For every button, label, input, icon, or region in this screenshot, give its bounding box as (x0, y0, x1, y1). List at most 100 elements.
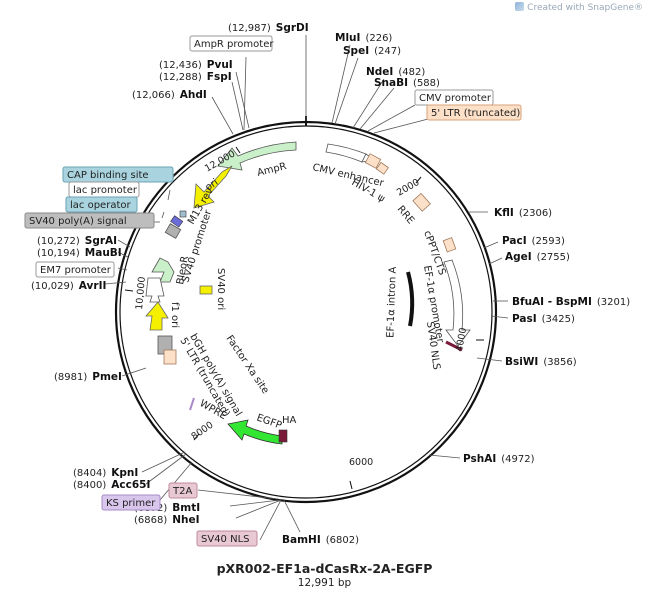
site-nhei[interactable]: (6868)NheI (134, 514, 200, 526)
box-em7-promoter[interactable]: EM7 promoter (35, 261, 115, 278)
site-ahdi[interactable]: (12,066)AhdI (132, 89, 207, 101)
f1ori-arc[interactable] (145, 301, 169, 331)
cppt-arc[interactable] (442, 237, 457, 253)
plasmid-name: pXR002-EF1a-dCasRx-2A-EGFP (216, 561, 433, 576)
leader-fspi (231, 81, 244, 131)
site-bamhi[interactable]: BamHI(6802) (282, 534, 359, 546)
ori-arc[interactable] (193, 165, 233, 209)
box-ks-primer-text: KS primer (106, 498, 156, 509)
site-snabi[interactable]: SnaBI(588) (374, 77, 440, 89)
box-ks-primer[interactable]: KS primer (101, 494, 161, 511)
tick-label-8000: 8000 (189, 420, 215, 443)
cmv-promoter-arc[interactable] (364, 153, 382, 169)
box-sv40-polya-bg (24, 212, 155, 229)
m13rev-arc[interactable] (170, 215, 184, 228)
box-sv40nls-text: SV40 NLS (201, 534, 250, 545)
tick-8000 (193, 433, 200, 441)
box-lac-operator-bg (65, 196, 138, 213)
site-pasi[interactable]: PasI(3425) (512, 313, 575, 325)
box-cap-binding[interactable]: CAP binding site (62, 166, 174, 183)
label-rre: RRE (395, 204, 416, 227)
sv40-polya-arc[interactable] (164, 223, 182, 239)
tick-10000 (124, 289, 134, 292)
leader-5ltr (373, 117, 433, 134)
leader-t2a (197, 489, 279, 500)
snapgene-logo-icon (515, 2, 525, 11)
tick-2000 (415, 176, 422, 184)
box-ks-primer-bg (101, 494, 161, 511)
box-ampr-promoter-bg (189, 35, 273, 52)
egfp-arc[interactable] (227, 419, 283, 445)
box-cmv-promoter[interactable]: CMV promoter (414, 89, 494, 106)
site-maubi[interactable]: (10,194)MauBI (37, 247, 122, 259)
leader-maubi (117, 251, 129, 258)
leader-sgrai (117, 239, 131, 248)
box-lac-operator-text: lac operator (70, 200, 131, 211)
rre-arc[interactable] (412, 192, 431, 212)
leader-lacp (167, 189, 171, 201)
site-ndei[interactable]: NdeI(482) (366, 66, 425, 78)
lac-operator-arc[interactable] (179, 210, 187, 218)
leader-snabi (359, 87, 395, 130)
leader-ampr-promoter (243, 56, 247, 131)
leader-pmei (121, 367, 147, 377)
wpre-marker (189, 397, 195, 411)
leader-paci (483, 241, 499, 249)
tick-label-10000: 10,000 (134, 276, 148, 310)
ef1a-promoter-arc[interactable] (443, 259, 471, 347)
ef1a-intron-arc[interactable] (406, 271, 415, 327)
label-factor-xa: Factor Xa site (224, 334, 271, 397)
leader-kpni (141, 451, 186, 473)
ltr-lower-arc[interactable] (163, 349, 177, 365)
site-pshai[interactable]: PshAI(4972) (463, 453, 535, 465)
site-kfli[interactable]: KflI(2306) (494, 207, 552, 219)
leader-pvui (235, 71, 250, 129)
site-bsiwi[interactable]: BsiWI(3856) (505, 356, 577, 368)
leader-pshai (428, 454, 461, 459)
tick-label-2000: 2000 (395, 177, 421, 199)
site-pvui[interactable]: (12,436)PvuI (159, 59, 233, 71)
box-ampr-promoter[interactable]: AmpR promoter (189, 35, 274, 52)
box-t2a[interactable]: T2A (168, 482, 198, 499)
site-paci[interactable]: PacI(2593) (502, 235, 565, 247)
box-5ltr-text: 5' LTR (truncated) (431, 108, 520, 119)
box-sv40nls[interactable]: SV40 NLS (196, 530, 258, 547)
cmv-enhancer-arc[interactable] (325, 143, 367, 163)
sv40-nls-arc[interactable] (445, 340, 463, 352)
site-spei[interactable]: SpeI(247) (343, 45, 401, 57)
bleor-arc[interactable] (151, 257, 175, 283)
leader-acc65i (145, 453, 187, 485)
sv40-ori-arc[interactable] (199, 285, 213, 295)
site-sgrdi[interactable]: (12,987)SgrDI (228, 22, 309, 34)
box-t2a-bg (168, 482, 198, 499)
site-avrii[interactable]: (10,029)AvrII (31, 280, 106, 292)
label-ef1a-intron: EF-1α intron A (385, 266, 398, 338)
ltr-arc[interactable] (375, 161, 389, 175)
leader-agei (488, 257, 503, 265)
leader-em7 (117, 267, 128, 271)
label-sv40-ori: SV40 ori (215, 268, 226, 310)
site-acc65i[interactable]: (8400)Acc65I (73, 479, 150, 491)
site-pmei[interactable]: (8981)PmeI (54, 371, 122, 383)
site-kpni[interactable]: (8404)KpnI (73, 467, 138, 479)
site-sgrai[interactable]: (10,272)SgrAI (37, 235, 117, 247)
box-lac-promoter[interactable]: lac promoter (68, 181, 140, 198)
site-mlui[interactable]: MluI(226) (335, 32, 392, 44)
leader-sv40nls (259, 499, 282, 541)
em7-arc[interactable] (145, 277, 165, 303)
leader-spei (334, 57, 359, 125)
ha-arc[interactable] (278, 429, 288, 443)
leader-mlui (331, 44, 351, 124)
box-lac-operator[interactable]: lac operator (65, 196, 138, 213)
site-bfuai[interactable]: BfuAI - BspMI(3201) (512, 296, 630, 308)
box-5ltr[interactable]: 5' LTR (truncated) (426, 104, 522, 121)
box-sv40-polya[interactable]: SV40 poly(A) signal (24, 212, 155, 229)
watermark-text: Created with SnapGene® (527, 3, 643, 13)
site-agei[interactable]: AgeI(2755) (505, 251, 570, 263)
leader-ks-primer (159, 461, 193, 501)
leader-cmv-promoter (367, 104, 416, 132)
leader-ndei (352, 78, 385, 129)
box-cap-binding-text: CAP binding site (67, 170, 149, 181)
site-fspi[interactable]: (12,288)FspI (159, 71, 232, 83)
